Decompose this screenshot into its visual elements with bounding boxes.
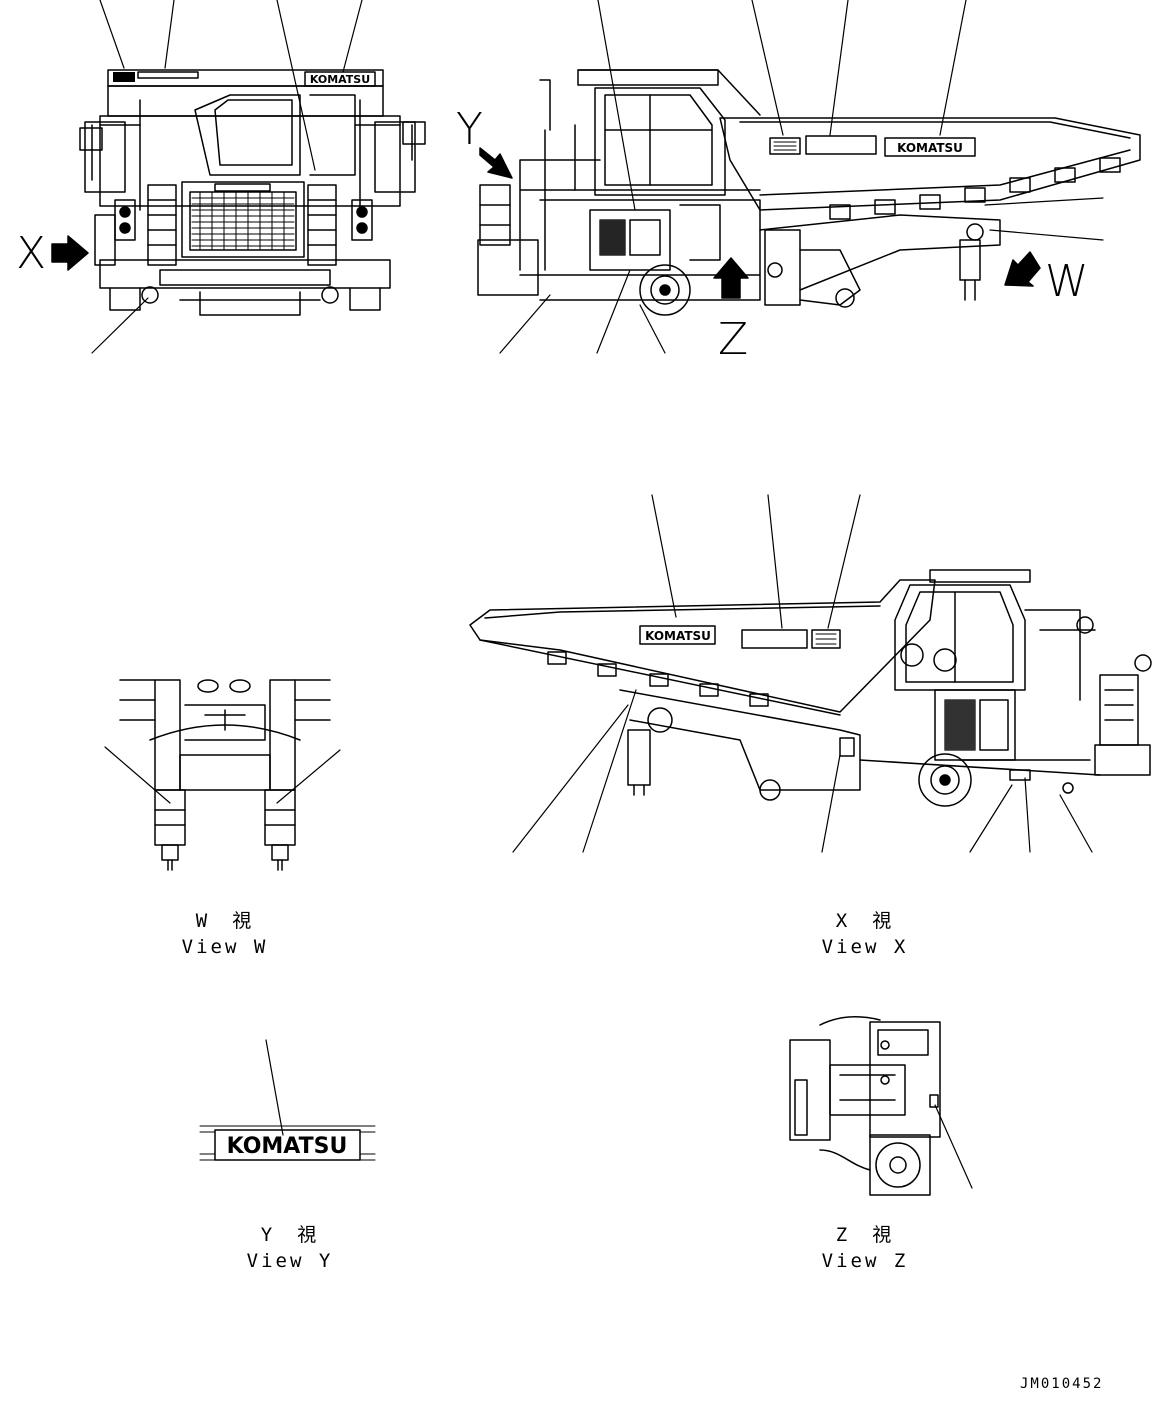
view-y-drawing: KOMATSU (199, 1039, 376, 1161)
side-logo-text: KOMATSU (897, 141, 963, 155)
view-y-logo-text: KOMATSU (227, 1134, 348, 1159)
view-x-caption-en: View X (821, 936, 909, 958)
view-y-arrow (479, 147, 513, 179)
view-y-caption-en: View Y (246, 1250, 334, 1272)
view-w-letter: W (1045, 256, 1089, 307)
view-x-letter: X (16, 228, 47, 279)
front-view-truck: KOMATSU (79, 0, 426, 354)
drawing-code: JM010452 (1020, 1376, 1104, 1392)
left-side-view-truck: KOMATSU (477, 0, 1141, 354)
view-w-caption-en: View W (181, 936, 269, 958)
view-w-caption-jp: W 視 (195, 910, 255, 932)
view-x-drawing: KOMATSU (469, 494, 1152, 853)
view-y-letter: Y (456, 104, 483, 155)
view-z-drawing (789, 1015, 973, 1196)
view-x-logo-text: KOMATSU (645, 629, 711, 643)
view-x-arrow (51, 235, 89, 271)
view-w-caption: W 視 View W (150, 908, 300, 960)
view-y-caption-jp: Y 視 (260, 1224, 320, 1246)
body-ribs (829, 157, 1121, 220)
view-z-arrow (713, 257, 749, 299)
view-w-drawing (104, 679, 341, 871)
front-logo-text: KOMATSU (310, 73, 370, 86)
view-y-caption: Y 視 View Y (215, 1222, 365, 1274)
view-x-caption: X 視 View X (790, 908, 940, 960)
view-x-caption-jp: X 視 (835, 910, 895, 932)
view-z-caption: Z 視 View Z (790, 1222, 940, 1274)
view-z-caption-jp: Z 視 (835, 1224, 895, 1246)
view-z-caption-en: View Z (821, 1250, 909, 1272)
view-w-arrow (1004, 251, 1041, 287)
view-z-letter: Z (718, 314, 749, 365)
